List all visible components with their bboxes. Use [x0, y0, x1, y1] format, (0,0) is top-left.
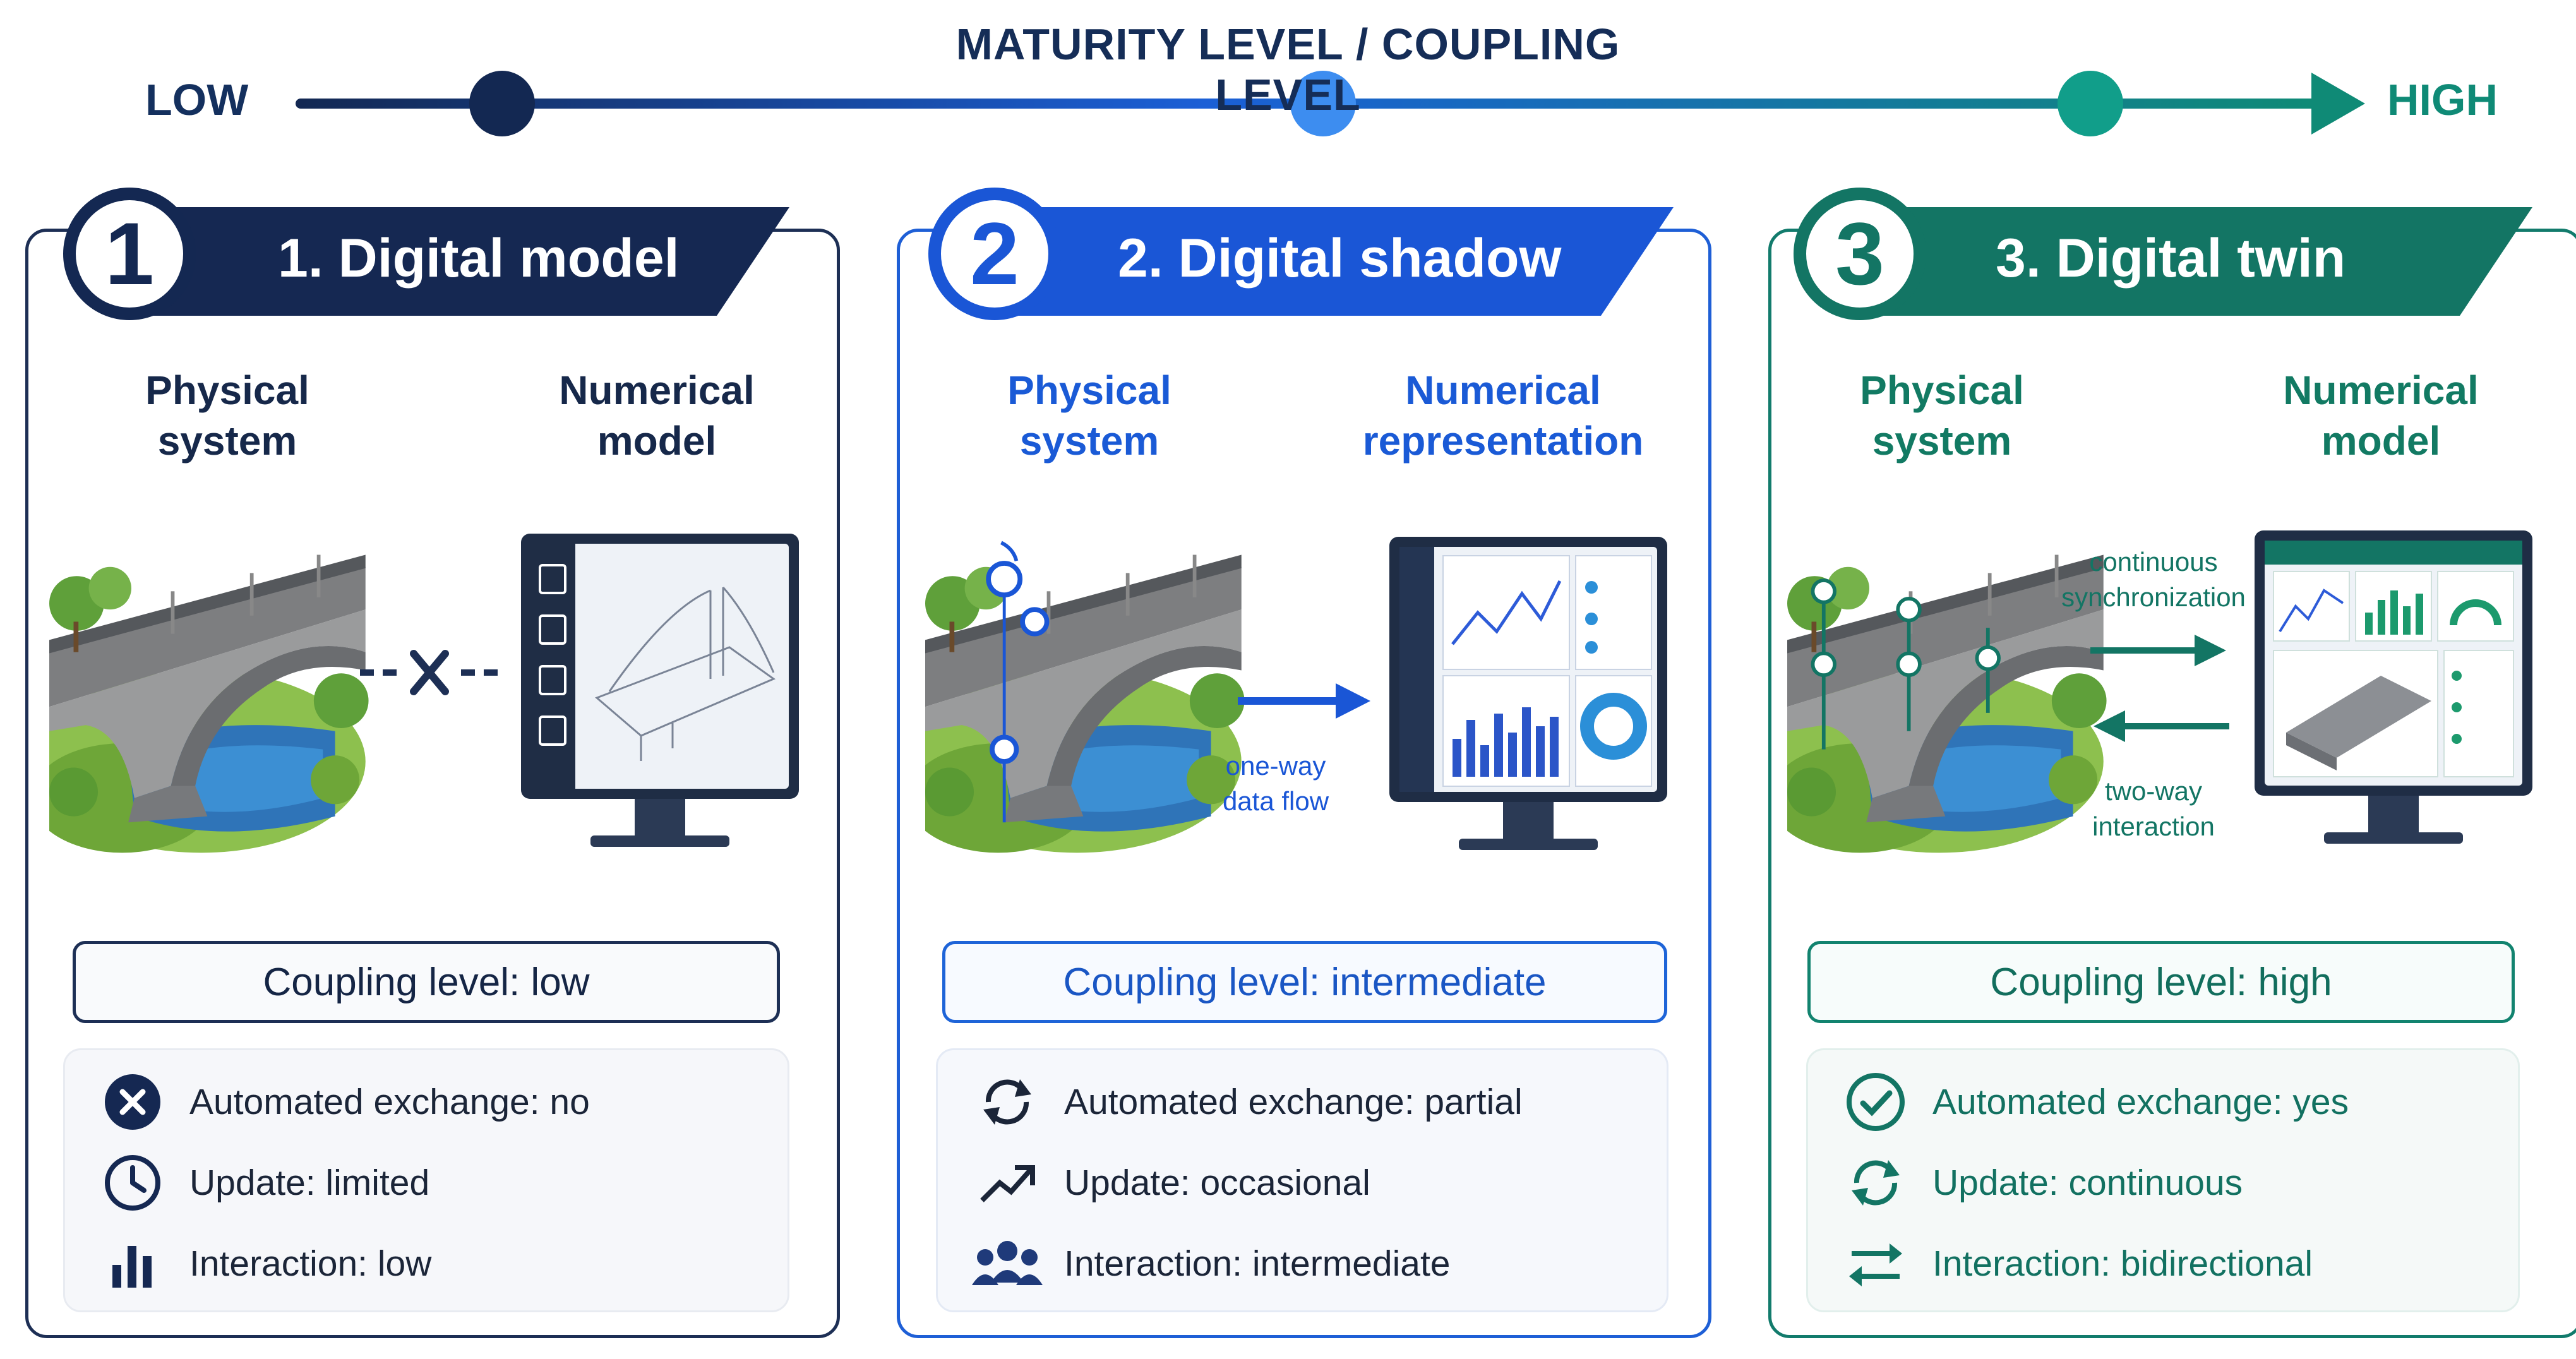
panel-2-attributes [936, 1048, 1668, 1312]
panel-3-attr-interaction-text: Interaction: bidirectional [1932, 1243, 2313, 1284]
panel-3-numerical-label: Numerical model [2283, 368, 2479, 464]
swap-arrows-icon [1838, 1229, 1914, 1298]
panel-1-numerical-label: Numerical model [559, 368, 755, 464]
panel-1-attr-exchange: Automated exchange: no [95, 1067, 590, 1137]
panel-1-attr-update-text: Update: limited [189, 1163, 430, 1203]
panel-2-banner [985, 207, 1674, 316]
panel-3-coupling-label: Coupling level: high [1807, 941, 2515, 1023]
panel-2-attr-exchange-text: Automated exchange: partial [1064, 1082, 1523, 1122]
panel-2-attr-interaction-text: Interaction: intermediate [1064, 1243, 1451, 1284]
panel-3-banner [1844, 207, 2532, 316]
panel-1-attr-interaction: Interaction: low [95, 1229, 431, 1298]
check-circle-icon [1838, 1067, 1914, 1137]
panel-1-number-badge: 1 [63, 188, 196, 320]
panel-3-attr-exchange-text: Automated exchange: yes [1932, 1082, 2349, 1122]
panel-3-attr-interaction: Interaction: bidirectional [1838, 1229, 2313, 1298]
panel-2-coupling-label: Coupling level: intermediate [942, 941, 1667, 1023]
clock-icon [95, 1148, 171, 1218]
panel-1-bridge-illustration [49, 554, 369, 853]
panel-3-attributes [1806, 1048, 2520, 1312]
scale-title: MATURITY LEVEL / COUPLING LEVEL [956, 20, 1620, 119]
panel-3-attr-update-text: Update: continuous [1932, 1163, 2243, 1203]
x-circle-icon [95, 1067, 171, 1137]
panel-1-attributes [63, 1048, 789, 1312]
panel-3-title: 3. Digital twin [1996, 228, 2346, 289]
panel-1-physical-label: Physical system [145, 368, 309, 464]
panel-2-attr-update-text: Update: occasional [1064, 1163, 1370, 1203]
panel-3-interaction-label: two-way interaction [2092, 776, 2215, 841]
panel-2-title: 2. Digital shadow [1118, 228, 1562, 289]
panel-2-flow-label: one-way data flow [1222, 751, 1329, 816]
panel-1-coupling-label: Coupling level: low [73, 941, 780, 1023]
panel-3-sync-label: continuous synchronization [2061, 547, 2246, 612]
panel-3-monitor-illustration [2255, 530, 2532, 844]
bar-chart-icon [95, 1229, 171, 1298]
panel-3-two-way-arrows [2090, 635, 2229, 742]
panel-3-attr-exchange: Automated exchange: yes [1838, 1067, 2349, 1137]
panel-2-bridge-illustration [925, 541, 1245, 853]
scale-marker-model [469, 71, 535, 136]
panel-2-one-way-arrow [1238, 683, 1370, 719]
scale-high-label: HIGH [2387, 75, 2498, 124]
panel-1-monitor-illustration [521, 534, 799, 847]
refresh-icon [969, 1067, 1045, 1137]
panel-3-number-badge: 3 [1794, 188, 1926, 320]
panel-2-numerical-label: Numerical representation [1362, 368, 1644, 464]
panel-1-no-link-icon [360, 650, 505, 695]
panel-1-attr-interaction-text: Interaction: low [189, 1243, 432, 1284]
panel-3-bridge-illustration [1787, 554, 2107, 853]
panel-2-attr-update: Update: occasional [969, 1148, 1370, 1218]
panel-1-attr-update: Update: limited [95, 1148, 429, 1218]
scale-arrowhead [2311, 73, 2365, 135]
panel-2-attr-interaction: Interaction: intermediate [969, 1229, 1451, 1298]
panel-2-physical-label: Physical system [1007, 368, 1171, 464]
scale-low-label: LOW [145, 75, 249, 124]
panel-1-title: 1. Digital model [278, 228, 680, 289]
panel-1-attr-exchange-text: Automated exchange: no [189, 1082, 590, 1122]
panel-2-attr-exchange: Automated exchange: partial [969, 1067, 1523, 1137]
scale-marker-twin [2058, 71, 2123, 136]
refresh-icon [1838, 1148, 1914, 1218]
panel-2-monitor-illustration [1389, 537, 1667, 850]
panel-3-physical-label: Physical system [1860, 368, 2024, 464]
panel-1-banner [120, 207, 789, 316]
group-icon [969, 1229, 1045, 1298]
trend-up-icon [969, 1148, 1045, 1218]
scale-marker-shadow [1290, 71, 1356, 136]
maturity-scale [296, 71, 2365, 136]
panel-3-attr-update: Update: continuous [1838, 1148, 2243, 1218]
panel-2-number-badge: 2 [928, 188, 1061, 320]
